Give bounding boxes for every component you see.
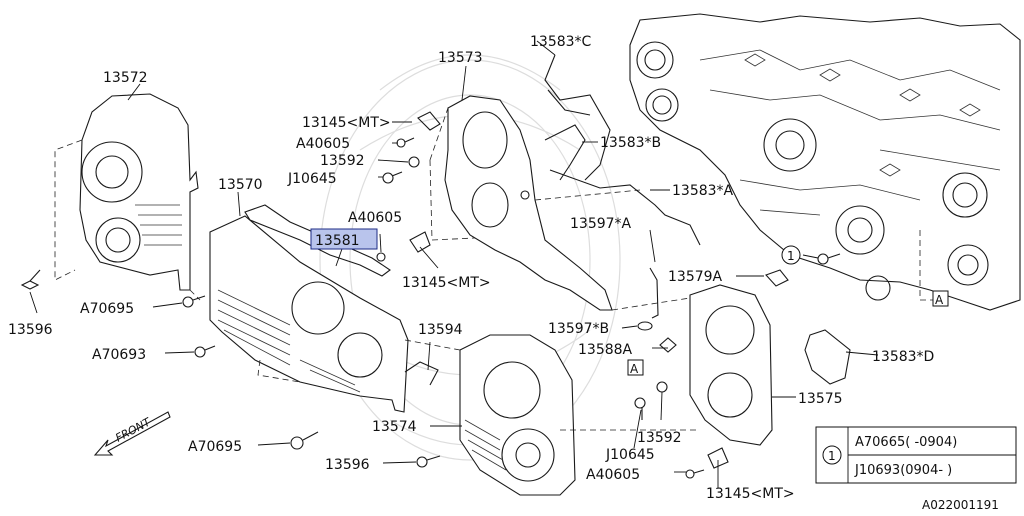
legend-table: 1 A70665( -0904) J10693(0904- ) [815, 426, 1017, 484]
ref-marker-a-right: A [935, 293, 944, 307]
callout-13596-left: 13596 [8, 322, 53, 338]
callout-13597b: 13597*B [548, 321, 609, 337]
callout-13570: 13570 [218, 177, 263, 193]
fasteners [20, 111, 841, 479]
callout-13572: 13572 [103, 70, 148, 86]
callout-j10645-bottom: J10645 [605, 447, 655, 463]
front-arrow: FRONT [93, 411, 171, 456]
callout-13597a: 13597*A [570, 216, 632, 232]
callout-13574: 13574 [372, 419, 417, 435]
ref-marker-a-center: A [630, 362, 639, 376]
callout-13579a: 13579A [668, 269, 723, 285]
engine-block [629, 13, 1021, 311]
highlight-13581 [310, 228, 378, 250]
callout-13145-mid: 13145<MT> [402, 275, 491, 291]
part-13575-cover [689, 269, 789, 446]
callout-13583b: 13583*B [600, 135, 661, 151]
assembly-dashlines [257, 107, 700, 431]
legend-marker: 1 [828, 449, 836, 463]
callout-13581: 13581 [315, 233, 360, 249]
callout-a70693: A70693 [92, 347, 146, 363]
callout-13583d: 13583*D [872, 349, 934, 365]
callout-a40605-mid: A40605 [348, 210, 402, 226]
part-13583a-gasket [549, 169, 701, 246]
ref-marker-a-right-box [932, 290, 949, 307]
callout-13592-bottom: 13592 [637, 430, 682, 446]
callout-13583c: 13583*C [530, 34, 592, 50]
callout-a40605-bottom: A40605 [586, 467, 640, 483]
leader-lines [29, 40, 879, 488]
part-13581-gasket [244, 204, 391, 277]
callout-13583a: 13583*A [672, 183, 734, 199]
ref-marker-a-center-box [627, 359, 644, 376]
part-13583d-gasket [804, 329, 851, 385]
callout-labels: 13572 13570 13596 A70695 A70693 A70695 1… [8, 34, 934, 502]
part-13574-cover [459, 334, 576, 496]
callout-13596-bottom: 13596 [325, 457, 370, 473]
circle-ref-marker [781, 245, 801, 265]
part-13583c-gasket [544, 54, 611, 181]
callout-a70695-lower: A70695 [188, 439, 242, 455]
callout-a70695-upper: A70695 [80, 301, 134, 317]
callout-13145-bottom: 13145<MT> [706, 486, 795, 502]
callout-13145-top: 13145<MT> [302, 115, 391, 131]
legend-row-1: A70665( -0904) [855, 435, 957, 450]
callout-13575: 13575 [798, 391, 843, 407]
callout-a40605-top: A40605 [296, 136, 350, 152]
callout-j10645-top: J10645 [287, 171, 337, 187]
part-13597a-seal [649, 267, 659, 319]
callout-13588a: 13588A [578, 342, 633, 358]
part-13597b-seal [637, 321, 653, 331]
part-13583b-gasket [544, 124, 586, 181]
circle-ref-number: 1 [787, 249, 795, 263]
part-13573-back-plate [444, 95, 613, 311]
footer-code: A022001191 [922, 498, 999, 512]
callout-13594: 13594 [418, 322, 463, 338]
legend-row-2: J10693(0904- ) [854, 463, 952, 478]
callout-13592-top: 13592 [320, 153, 365, 169]
callout-13573: 13573 [438, 50, 483, 66]
part-13572-cover [79, 93, 199, 291]
part-13570-cover [209, 215, 409, 413]
